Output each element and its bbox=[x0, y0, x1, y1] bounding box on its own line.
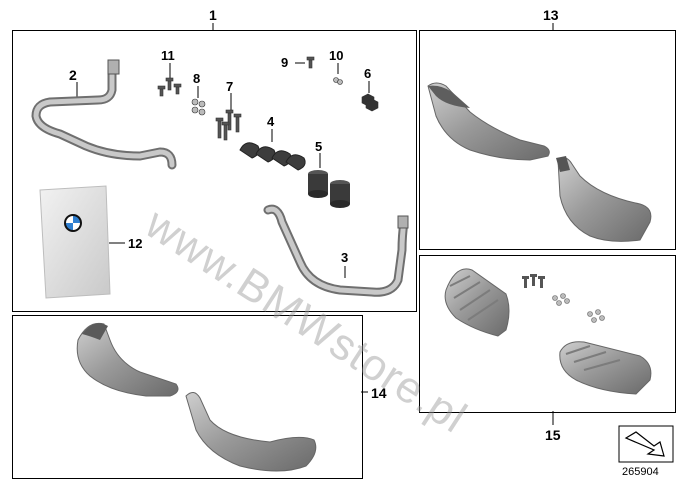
installation-manual bbox=[39, 185, 111, 299]
wind-deflector-set-15 bbox=[444, 268, 652, 395]
handguard-set-14 bbox=[76, 322, 317, 472]
pipe-clamps bbox=[239, 142, 306, 171]
callout-part-6: 6 bbox=[364, 66, 372, 81]
callout-part-9: 9 bbox=[281, 55, 289, 70]
hardware-screws bbox=[157, 56, 379, 141]
diagram-reference-number: 265904 bbox=[622, 466, 659, 478]
callout-part-7: 7 bbox=[226, 79, 234, 94]
callout-part-4: 4 bbox=[267, 114, 275, 129]
callout-part-10: 10 bbox=[329, 48, 344, 63]
bmw-roundel-icon bbox=[64, 214, 82, 232]
handguard-set-13 bbox=[427, 82, 652, 242]
callout-part-12: 12 bbox=[128, 236, 143, 251]
callout-part-8: 8 bbox=[193, 71, 201, 86]
crash-bar-right bbox=[263, 204, 409, 297]
callout-group-13: 13 bbox=[543, 7, 559, 23]
rubber-buffers bbox=[308, 170, 350, 208]
callout-part-11: 11 bbox=[161, 48, 175, 63]
callout-group-15: 15 bbox=[545, 427, 561, 443]
callout-part-3: 3 bbox=[341, 250, 349, 265]
callout-group-main: 1 bbox=[209, 7, 217, 23]
callout-part-5: 5 bbox=[315, 139, 323, 154]
leader-lines bbox=[76, 23, 554, 425]
view-arrow-icon bbox=[618, 425, 674, 463]
crash-bar-left bbox=[31, 59, 177, 170]
callout-group-14: 14 bbox=[371, 385, 387, 401]
callout-part-2: 2 bbox=[69, 67, 77, 83]
